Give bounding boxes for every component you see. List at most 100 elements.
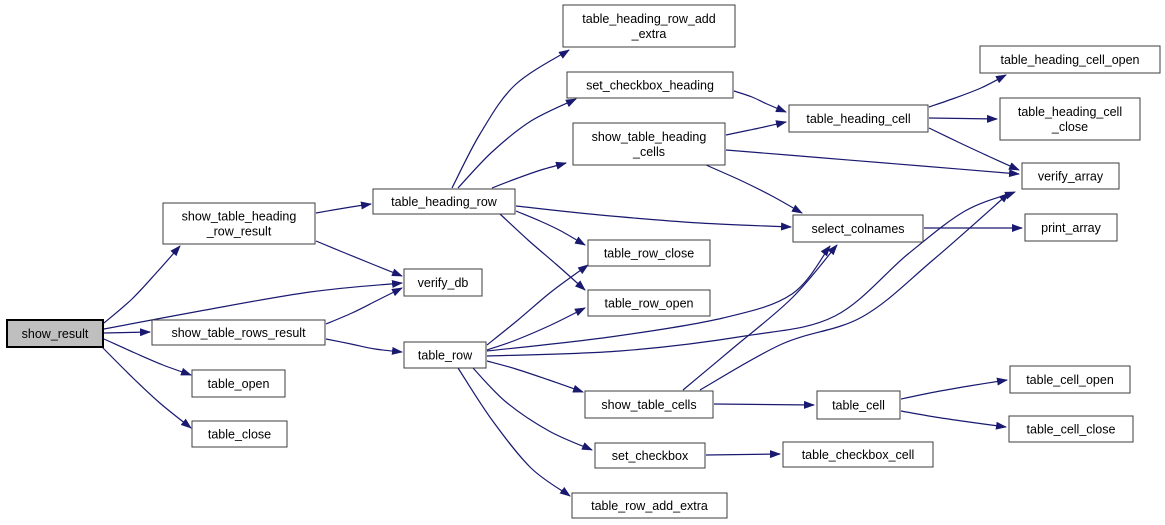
edge-show_table_rows_result-table_row (325, 338, 403, 355)
node-label-table_heading_cell_open: table_heading_cell_open (1000, 53, 1139, 67)
node-box-table_cell_close[interactable] (1008, 415, 1134, 443)
node-print_array[interactable]: print_array (1024, 213, 1118, 242)
node-box-table_heading_row_add_extra[interactable] (562, 4, 736, 48)
node-label-table_heading_row_add_extra: table_heading_row_add_extra (582, 12, 715, 41)
node-table_row_add_extra[interactable]: table_row_add_extra (571, 492, 728, 519)
node-table_row_open[interactable]: table_row_open (587, 289, 711, 317)
node-box-table_cell[interactable] (816, 390, 901, 420)
node-table_row[interactable]: table_row (403, 341, 487, 369)
edge-table_row-table_row_close (486, 264, 589, 346)
node-box-table_cell_open[interactable] (1009, 365, 1131, 394)
node-box-table_close[interactable] (191, 420, 288, 448)
edge-table_heading_cell-table_heading_cell_open (928, 74, 1007, 108)
node-box-table_heading_cell_close[interactable] (999, 97, 1141, 141)
node-set_checkbox_heading[interactable]: set_checkbox_heading (566, 71, 734, 99)
edge-table_heading_row-table_heading_row_add_extra (451, 49, 570, 189)
node-box-set_checkbox_heading[interactable] (566, 71, 734, 99)
node-label-show_table_cells: show_table_cells (601, 398, 696, 412)
node-set_checkbox[interactable]: set_checkbox (594, 442, 706, 469)
edge-table_heading_row-select_colnames (515, 205, 792, 231)
node-box-table_heading_cell[interactable] (788, 104, 929, 133)
node-label-table_row: table_row (418, 349, 473, 363)
node-box-table_row[interactable] (403, 341, 487, 369)
node-label-table_open: table_open (208, 377, 270, 391)
node-label-table_checkbox_cell: table_checkbox_cell (802, 448, 915, 462)
node-box-select_colnames[interactable] (792, 214, 924, 243)
edge-show_table_heading_row_result-verify_db (315, 240, 403, 277)
node-table_checkbox_cell[interactable]: table_checkbox_cell (782, 441, 934, 468)
node-box-table_heading_row[interactable] (372, 188, 516, 215)
node-label-table_cell_open: table_cell_open (1026, 373, 1114, 387)
edges-layer (101, 49, 1023, 497)
edge-show_result-show_table_heading_row_result (103, 245, 181, 324)
node-select_colnames[interactable]: select_colnames (792, 214, 924, 243)
edge-show_table_cells-verify_array (699, 192, 1010, 391)
node-box-show_table_heading_cells[interactable] (572, 122, 726, 166)
node-box-show_table_rows_result[interactable] (151, 319, 326, 346)
node-table_heading_cell_open[interactable]: table_heading_cell_open (979, 45, 1161, 74)
node-label-table_row_open: table_row_open (605, 297, 694, 311)
edge-show_table_cells-table_cell (713, 400, 815, 409)
edge-show_table_cells-select_colnames (682, 244, 838, 391)
node-table_heading_row[interactable]: table_heading_row (372, 188, 516, 215)
node-table_close[interactable]: table_close (191, 420, 288, 448)
edge-show_result-table_open (103, 338, 192, 376)
edge-show_table_heading_cells-table_heading_cell (725, 120, 787, 136)
edge-table_row-verify_array (486, 191, 1016, 357)
node-table_heading_cell[interactable]: table_heading_cell (788, 104, 929, 133)
node-show_table_heading_cells[interactable]: show_table_heading_cells (572, 122, 726, 166)
node-box-verify_array[interactable] (1021, 162, 1120, 190)
node-table_heading_cell_close[interactable]: table_heading_cell_close (999, 97, 1141, 141)
edge-set_checkbox_heading-table_heading_cell (733, 90, 787, 113)
edge-table_row-table_row_add_extra (457, 367, 571, 497)
node-label-show_result: show_result (22, 327, 89, 341)
edge-table_cell-table_cell_open (900, 377, 1008, 400)
node-label-verify_db: verify_db (418, 276, 469, 290)
node-box-verify_db[interactable] (403, 268, 483, 297)
node-box-print_array[interactable] (1024, 213, 1118, 242)
node-show_table_rows_result[interactable]: show_table_rows_result (151, 319, 326, 346)
node-table_open[interactable]: table_open (191, 369, 286, 398)
node-label-set_checkbox_heading: set_checkbox_heading (586, 79, 714, 93)
node-box-table_heading_cell_open[interactable] (979, 45, 1161, 74)
node-label-print_array: print_array (1041, 221, 1101, 235)
edge-table_heading_cell-verify_array (928, 127, 1020, 171)
node-verify_array[interactable]: verify_array (1021, 162, 1120, 190)
node-show_table_heading_row_result[interactable]: show_table_heading_row_result (162, 202, 316, 245)
node-label-table_row_close: table_row_close (604, 247, 694, 261)
node-table_cell_close[interactable]: table_cell_close (1008, 415, 1134, 443)
node-box-show_table_cells[interactable] (584, 390, 714, 419)
node-table_heading_row_add_extra[interactable]: table_heading_row_add_extra (562, 4, 736, 48)
node-show_result: show_result (6, 319, 104, 348)
node-box-table_checkbox_cell[interactable] (782, 441, 934, 468)
node-box-show_table_heading_row_result[interactable] (162, 202, 316, 245)
node-show_table_cells[interactable]: show_table_cells (584, 390, 714, 419)
edge-table_row-show_table_cells (486, 360, 584, 393)
node-box-show_result (6, 319, 104, 348)
node-table_cell[interactable]: table_cell (816, 390, 901, 420)
edge-table_row-table_row_open (486, 307, 586, 351)
node-label-table_heading_cell: table_heading_cell (806, 112, 910, 126)
edge-table_cell-table_cell_close (900, 410, 1007, 430)
edge-show_table_heading_row_result-table_heading_row (315, 201, 372, 214)
node-box-table_row_close[interactable] (587, 239, 711, 267)
edge-set_checkbox-table_checkbox_cell (705, 450, 781, 459)
node-label-show_table_rows_result: show_table_rows_result (171, 326, 306, 340)
edge-table_heading_row-table_row_open (499, 213, 586, 291)
node-label-set_checkbox: set_checkbox (612, 449, 689, 463)
node-box-table_row_add_extra[interactable] (571, 492, 728, 519)
node-label-table_heading_row: table_heading_row (391, 195, 498, 209)
node-table_row_close[interactable]: table_row_close (587, 239, 711, 267)
node-table_cell_open[interactable]: table_cell_open (1009, 365, 1131, 394)
edge-table_heading_row-set_checkbox_heading (457, 98, 577, 189)
node-label-table_heading_cell_close: table_heading_cell_close (1018, 105, 1122, 134)
node-box-set_checkbox[interactable] (594, 442, 706, 469)
node-label-table_cell: table_cell (832, 399, 885, 413)
node-box-table_open[interactable] (191, 369, 286, 398)
edge-table_heading_row-show_table_heading_cells (491, 161, 567, 189)
edge-show_table_heading_cells-select_colnames (705, 164, 803, 214)
node-box-table_row_open[interactable] (587, 289, 711, 317)
edge-table_heading_row-table_row_close (515, 210, 586, 246)
node-verify_db[interactable]: verify_db (403, 268, 483, 297)
